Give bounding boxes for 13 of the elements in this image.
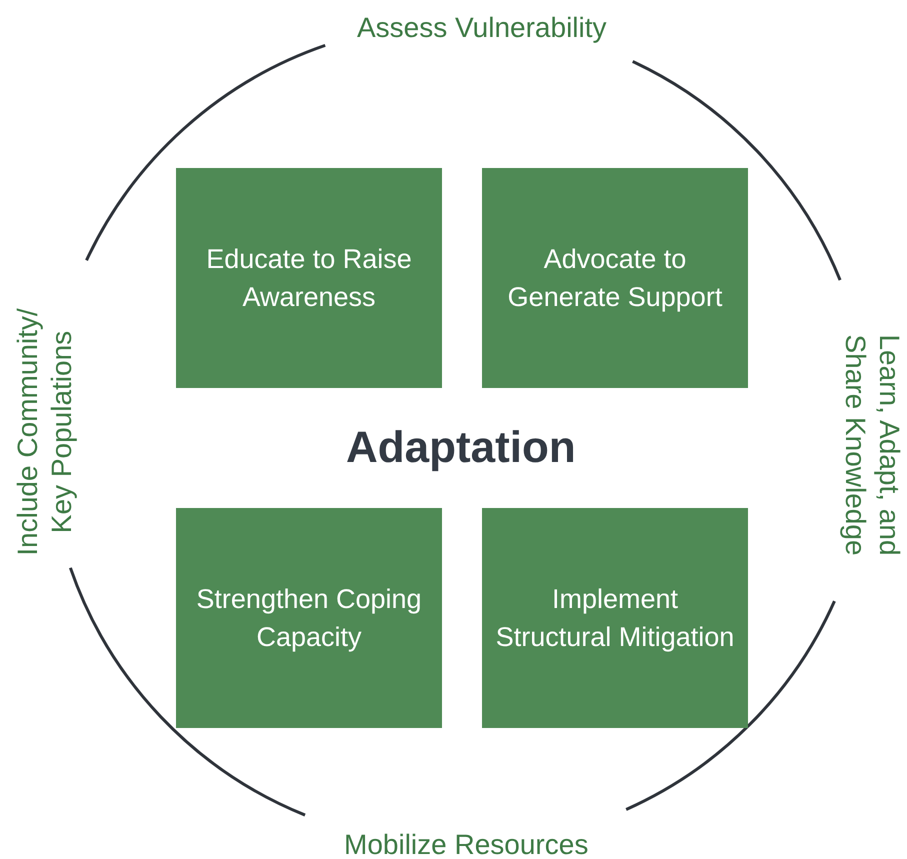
box-text: Advocate to Generate Support (506, 243, 724, 314)
strategy-box (176, 508, 442, 728)
ring-label: Learn, Adapt, and Share Knowledge (839, 333, 906, 558)
strategy-box (482, 508, 748, 728)
strategy-box (176, 168, 442, 388)
center-title: Adaptation (346, 422, 576, 474)
ring-label: Mobilize Resources (344, 828, 588, 859)
box-text: Educate to Raise Awareness (205, 243, 413, 314)
ring-label: Assess Vulnerability (357, 11, 607, 45)
box-text: Strengthen Coping Capacity (195, 583, 423, 654)
strategy-box (482, 168, 748, 388)
ring-label: Include Community/ Key Populations (11, 307, 78, 558)
box-text: Implement Structural Mitigation (495, 583, 735, 654)
